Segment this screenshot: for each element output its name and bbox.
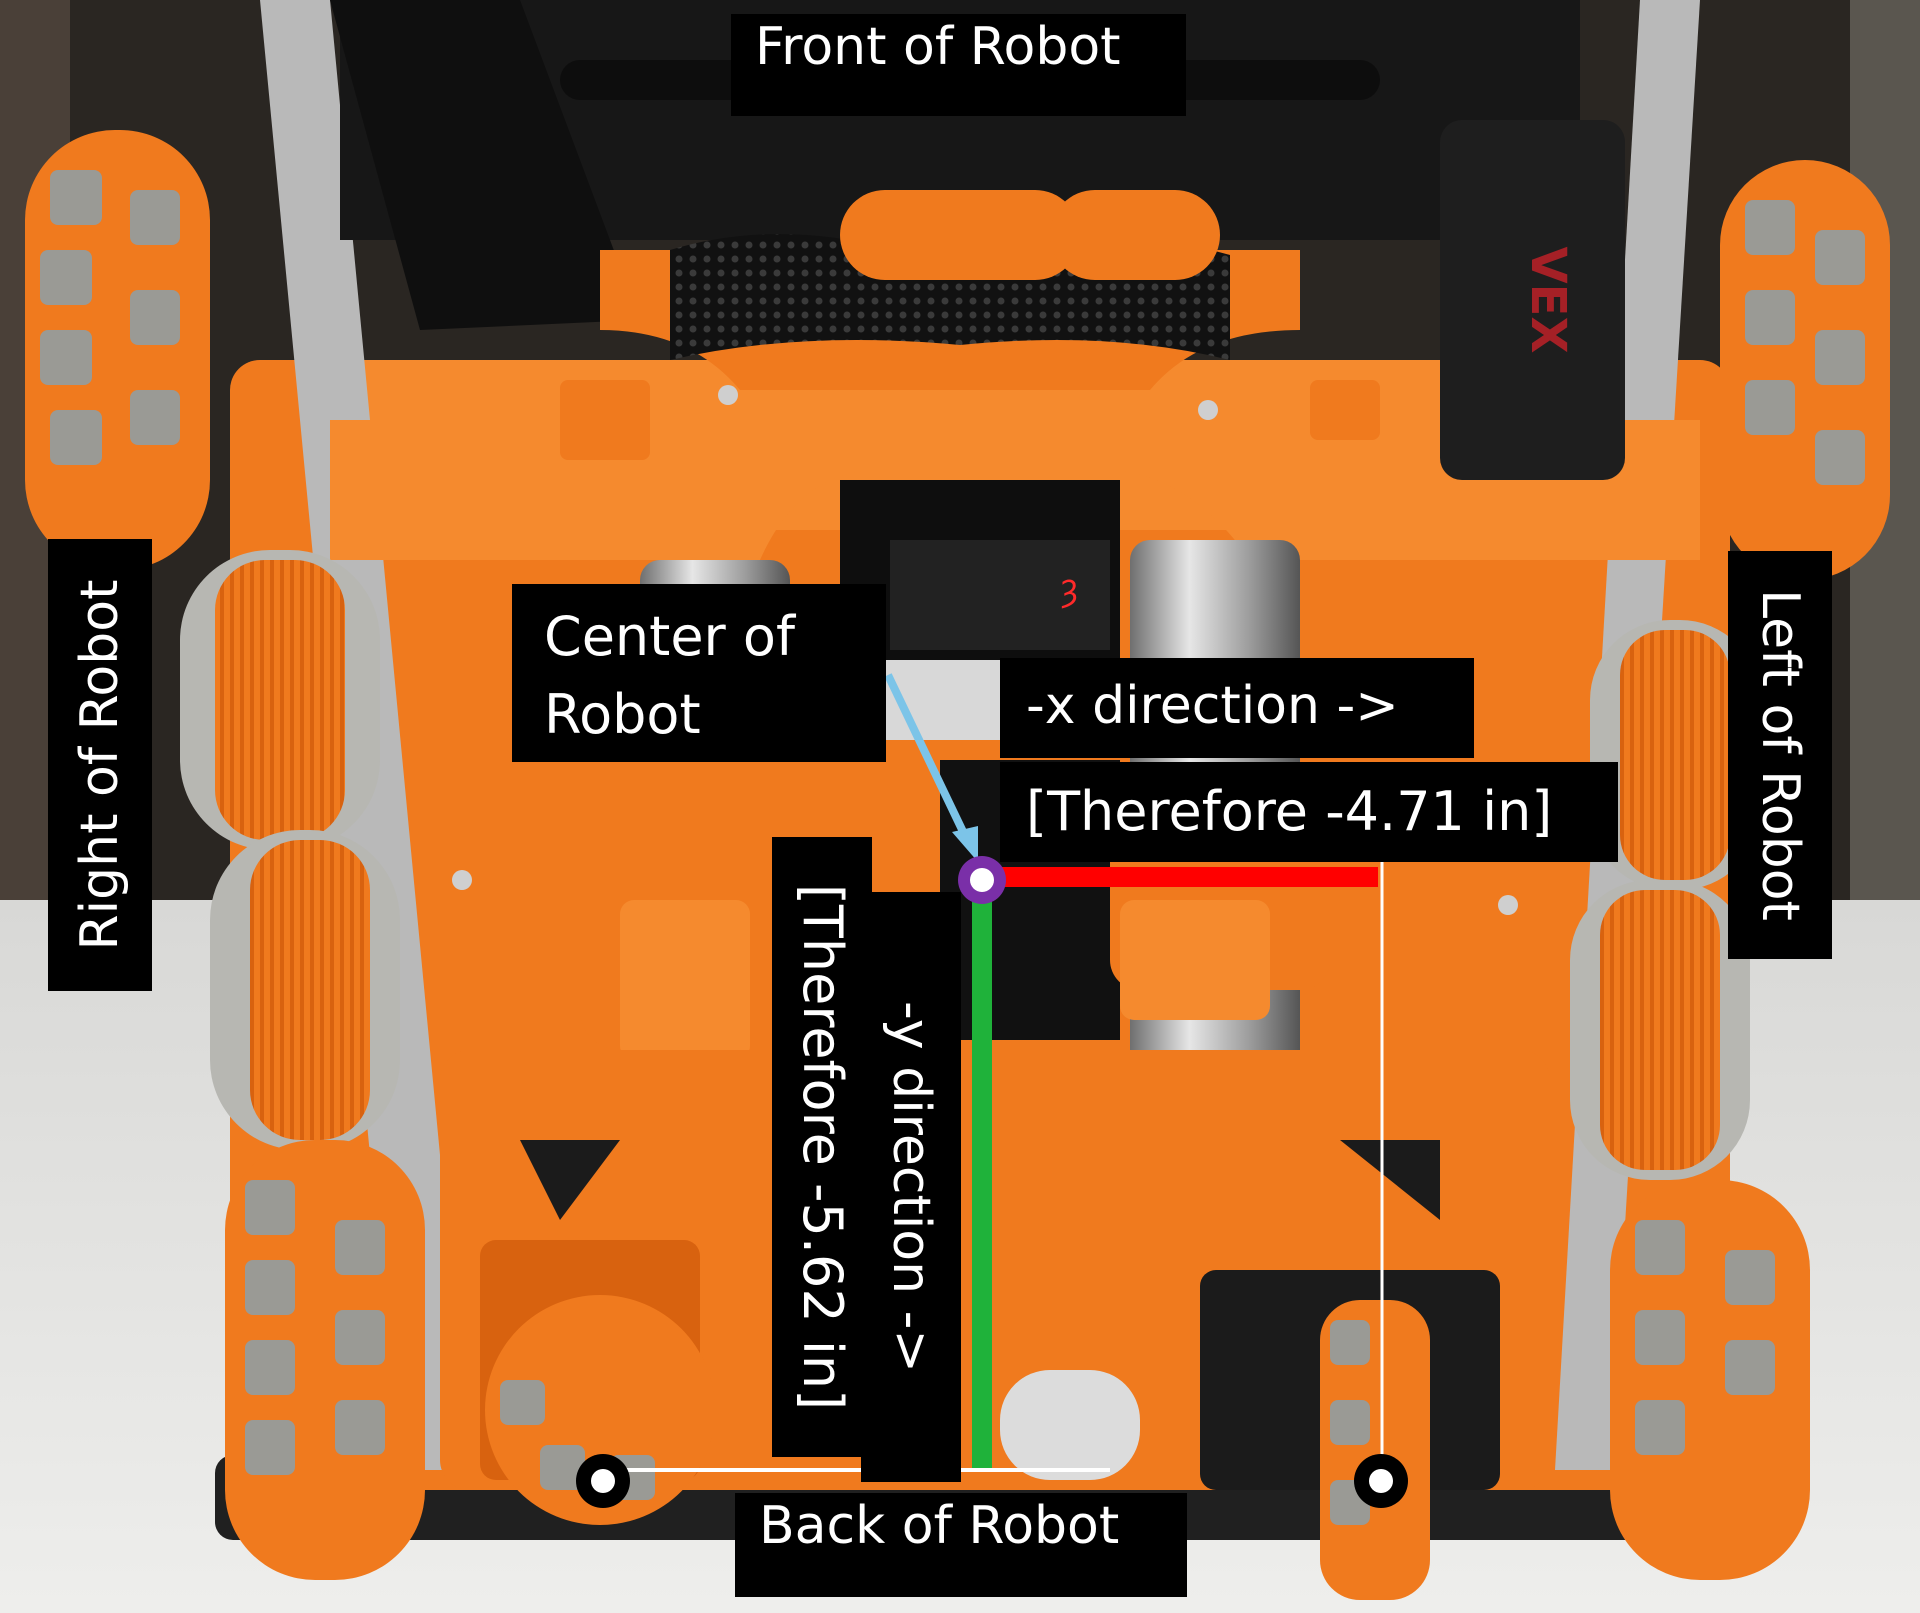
left-omni-wheels — [1570, 160, 1890, 1580]
center-label-line-1: Center of — [544, 605, 795, 668]
back-of-robot-label: Back of Robot — [735, 1493, 1187, 1597]
y-offset-value-label: [Therefore -5.62 in] — [772, 837, 872, 1457]
front-of-robot-label: Front of Robot — [731, 14, 1186, 116]
center-of-robot-label: Center of Robot — [512, 584, 886, 762]
center-label-line-2: Robot — [544, 683, 701, 746]
right-omni-wheels — [25, 130, 425, 1580]
left-of-robot-label: Left of Robot — [1728, 551, 1832, 959]
vex-brand-mark: VEX — [1520, 247, 1576, 354]
x-direction-label: -x direction -> — [1000, 658, 1474, 758]
center-pointer-arrow — [884, 673, 971, 842]
y-direction-label: -y direction -> — [861, 892, 961, 1482]
brain-display: Ȝ — [1060, 575, 1078, 610]
x-offset-value-label: [Therefore -4.71 in] — [1000, 762, 1618, 862]
right-of-robot-label: Right of Robot — [48, 539, 152, 991]
